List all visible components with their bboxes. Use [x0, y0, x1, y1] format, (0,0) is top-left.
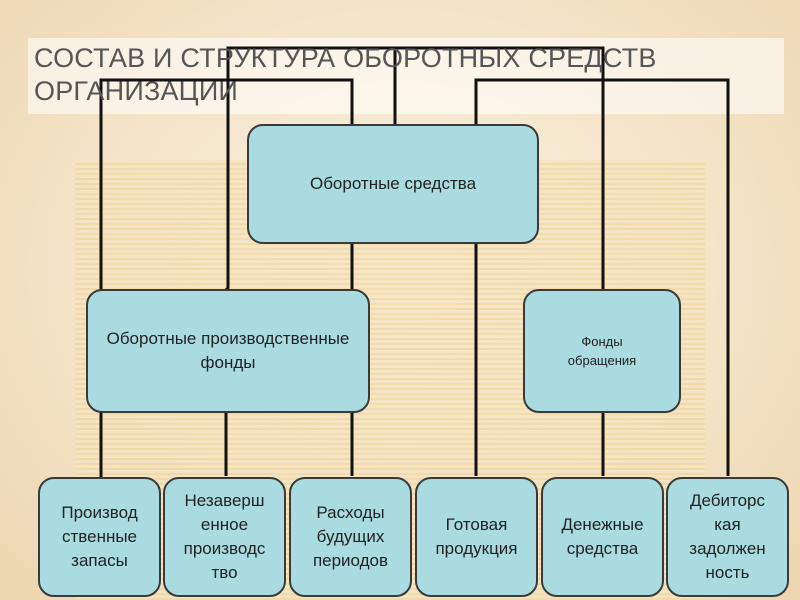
node-finished-goods: Готовая продукция — [415, 477, 538, 597]
node-production-funds: Оборотные производственные фонды — [86, 289, 370, 413]
title-band — [28, 38, 784, 114]
node-label: Оборотные средства — [309, 174, 477, 193]
node-label: Фонды обращения — [567, 334, 637, 368]
node-receivables: Дебиторс кая задолжен ность — [666, 477, 789, 597]
connector-stocks — [99, 78, 354, 478]
node-label: Дебиторс кая задолжен ность — [689, 491, 766, 582]
node-deferred-expenses: Расходы будущих периодов — [289, 477, 412, 597]
node-label: Производ ственные запасы — [61, 503, 138, 570]
connector-finished — [474, 78, 730, 476]
node-circulation-funds: Фонды обращения — [523, 289, 681, 413]
connector-top-spine — [226, 46, 605, 118]
node-label: Расходы будущих периодов — [312, 503, 389, 570]
node-label: Оборотные производственные фонды — [106, 329, 350, 372]
node-working-capital: Оборотные средства — [247, 124, 539, 244]
node-label: Денежные средства — [561, 515, 644, 558]
node-cash: Денежные средства — [541, 477, 664, 597]
node-work-in-progress: Незаверш енное производс тво — [163, 477, 286, 597]
node-label: Незаверш енное производс тво — [183, 491, 266, 582]
node-production-stocks: Производ ственные запасы — [38, 477, 161, 597]
page-title: Состав и структура оборотных средств орг… — [34, 43, 657, 106]
node-label: Готовая продукция — [435, 515, 518, 558]
